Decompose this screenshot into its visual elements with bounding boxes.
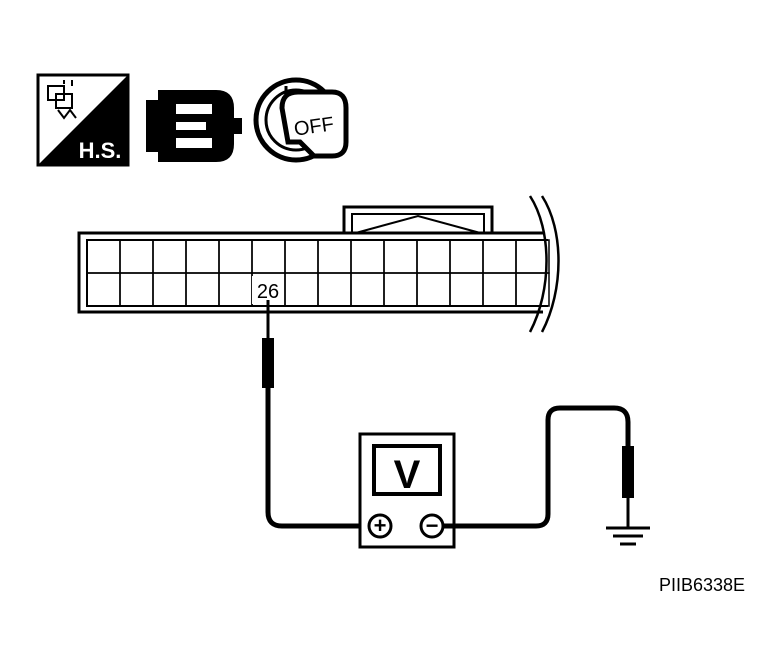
connector: 26 <box>77 190 600 340</box>
voltmeter-symbol: V <box>394 453 421 497</box>
positive-terminal-symbol: + <box>374 513 387 538</box>
ground-symbol <box>606 526 650 546</box>
terminal-26-label: 26 <box>257 281 279 303</box>
negative-probe <box>443 405 634 529</box>
harness-icon-label: H.S. <box>79 138 122 163</box>
terminal-cell <box>515 272 550 307</box>
positive-terminal <box>367 513 393 539</box>
figure-id: PIIB6338E <box>659 575 745 595</box>
ignition-key-icon: OFF <box>253 77 349 163</box>
connector-disconnect-icon <box>146 90 242 162</box>
negative-terminal-symbol: − <box>426 513 439 538</box>
voltmeter: V + − <box>358 432 456 549</box>
harness-icon: H.S. <box>36 73 130 167</box>
positive-probe <box>262 300 372 529</box>
